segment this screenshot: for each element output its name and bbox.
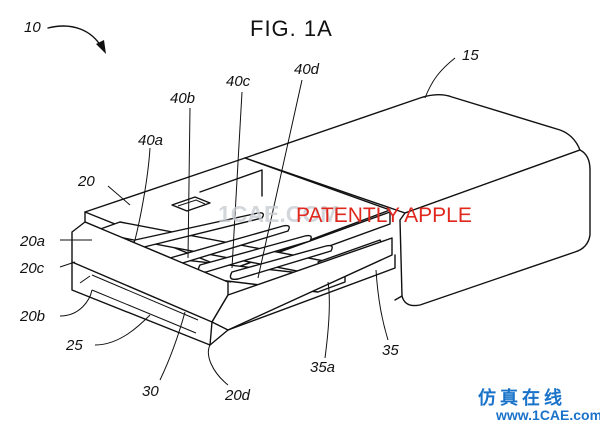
- label-40c: 40c: [226, 73, 251, 90]
- label-20: 20: [77, 173, 95, 190]
- label-10: 10: [24, 19, 41, 36]
- label-35a: 35a: [310, 359, 335, 376]
- label-20d: 20d: [224, 387, 251, 404]
- housing-15: [244, 94, 591, 307]
- arrowhead-10: [96, 40, 106, 54]
- label-20a: 20a: [19, 233, 45, 250]
- figure-title: FIG. 1A: [250, 16, 333, 41]
- label-20c: 20c: [19, 260, 45, 277]
- label-30: 30: [142, 383, 159, 400]
- watermark-faint: 1CAE.COM: [218, 201, 339, 227]
- shell-bottom: [71, 221, 396, 346]
- logo-url-text: www.1CAE.com: [495, 407, 600, 423]
- label-40a: 40a: [138, 132, 163, 149]
- label-15: 15: [462, 47, 479, 64]
- label-40b: 40b: [170, 90, 195, 107]
- leader-lines: [59, 57, 456, 386]
- label-35: 35: [382, 342, 399, 359]
- arrow-10: [47, 25, 103, 49]
- watermark-overlay: PATENTLY APPLE: [296, 204, 472, 227]
- label-40d: 40d: [294, 61, 320, 78]
- label-25: 25: [65, 337, 83, 354]
- site-logo: 仿真在线 www.1CAE.com: [478, 387, 600, 423]
- logo-chinese-text: 仿真在线: [478, 387, 566, 409]
- contact-40d: [229, 244, 333, 281]
- label-20b: 20b: [19, 308, 45, 325]
